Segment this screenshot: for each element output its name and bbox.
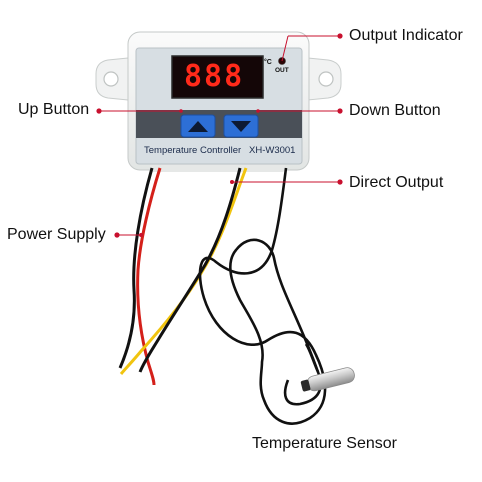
wire-yellow (119, 167, 248, 375)
label-output-indicator: Output Indicator (349, 27, 463, 44)
display-digits: 888 (184, 59, 245, 94)
up-arrow-icon (188, 121, 208, 132)
led-display (171, 55, 264, 99)
label-temperature-sensor: Temperature Sensor (252, 435, 397, 452)
label-direct-output: Direct Output (349, 174, 444, 191)
wire-black-left (118, 167, 154, 369)
device-model: XH-W3001 (249, 145, 296, 156)
output-led-label: OUT (275, 67, 289, 74)
leader-lines (96, 33, 343, 238)
label-up-button: Up Button (18, 101, 90, 118)
temperature-probe (300, 367, 355, 392)
sensor-cable (198, 167, 327, 425)
label-down-button: Down Button (349, 102, 441, 119)
device-title: Temperature Controller (144, 145, 242, 156)
wire-black-middle (138, 167, 242, 373)
wire-red (136, 167, 162, 386)
down-arrow-icon (231, 121, 251, 132)
mounting-hole-right (318, 71, 334, 87)
label-power-supply: Power Supply (7, 226, 106, 243)
mounting-hole-left (103, 71, 119, 87)
display-unit: °C (264, 59, 272, 66)
